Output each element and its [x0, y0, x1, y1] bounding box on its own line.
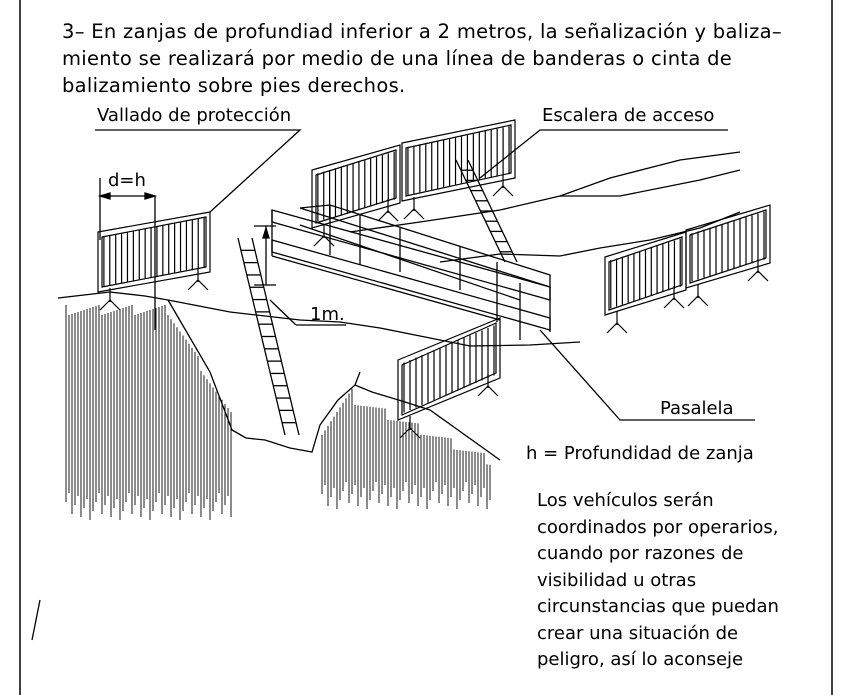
- ladder: [237, 237, 300, 436]
- width-dimension: [97, 178, 158, 330]
- note-line: Los vehículos serán: [537, 490, 714, 511]
- ladder-label: Escalera de acceso: [542, 105, 715, 126]
- fence-panel: [97, 211, 211, 311]
- paragraph-line-3: balizamiento sobre pies derechos.: [62, 74, 406, 97]
- width-dimension-label: d=h: [108, 170, 146, 191]
- fence-panel: [401, 119, 516, 220]
- depth-legend: h = Profundidad de zanja: [526, 443, 754, 464]
- fence-label: Vallado de protección: [97, 105, 292, 126]
- note-line: visibilidad u otras: [537, 569, 697, 591]
- fence-panel: [311, 144, 401, 247]
- note-line: cuando por razones de: [537, 543, 744, 564]
- vehicle-note: Los vehículos serán coordinados por oper…: [537, 488, 779, 674]
- fence-panel: [604, 231, 687, 334]
- paragraph-line-1: 3– En zanjas de profundiad inferior a 2 …: [62, 20, 782, 43]
- ladder: [455, 159, 518, 263]
- protection-fences: [97, 119, 771, 439]
- note-line: crear una situación de: [537, 622, 739, 644]
- height-dimension: [254, 225, 276, 286]
- instruction-paragraph: 3– En zanjas de profundiad inferior a 2 …: [62, 18, 822, 99]
- walkway-bridge: [271, 204, 551, 340]
- fence-panel: [397, 317, 501, 439]
- paragraph-line-2: miento se realizará por medio de una lín…: [62, 47, 733, 70]
- note-line: coordinados por operarios,: [537, 516, 779, 538]
- note-line: circunstancias que puedan: [537, 596, 779, 617]
- note-line: peligro, así lo aconseje: [537, 649, 744, 670]
- walkway-label: Pasalela: [660, 398, 734, 419]
- label-leaders: [95, 129, 755, 421]
- soil-hatching: [65, 305, 491, 520]
- fence-panel: [685, 204, 771, 307]
- terrain: [31, 151, 741, 641]
- access-ladders: [237, 159, 518, 436]
- height-dimension-label: 1m.: [310, 304, 345, 325]
